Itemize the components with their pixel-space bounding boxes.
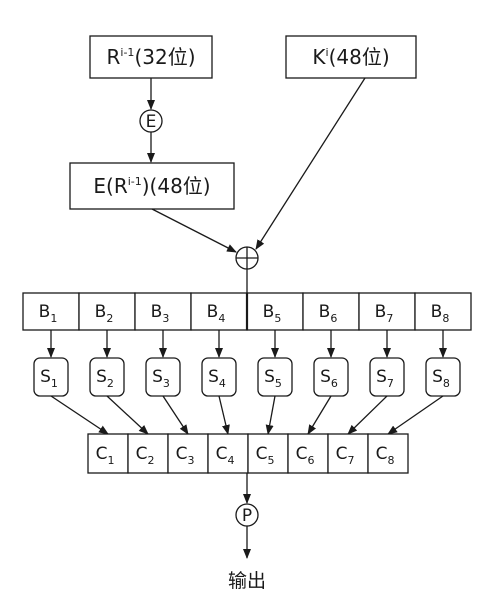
b-block-5: B5	[246, 292, 304, 331]
expansion-operator-label: E	[146, 112, 157, 132]
s-box-label: S1	[40, 367, 58, 390]
k-input-box: Ki(48位)	[285, 35, 417, 79]
c-block-label: C1	[96, 444, 115, 467]
c-block-label: C4	[216, 444, 235, 467]
s-box-row: S1 S2 S3 S4 S5 S6 S7 S8	[33, 357, 461, 397]
s-to-c-arrow-8	[387, 395, 444, 435]
s-box-label: S7	[376, 367, 394, 390]
c-block-label: C6	[296, 444, 315, 467]
s-box-label: S5	[264, 367, 282, 390]
s-box-label: S2	[96, 367, 114, 390]
s-to-c-arrow-6	[307, 395, 332, 435]
s-to-c-arrow-5	[265, 395, 276, 435]
b-block-2: B2	[78, 292, 136, 331]
k-input-label: Ki(48位)	[312, 45, 389, 69]
s-box-4: S4	[201, 357, 237, 397]
s-box-7: S7	[369, 357, 405, 397]
b-block-label: B5	[263, 302, 282, 325]
b-block-6: B6	[302, 292, 360, 331]
k-to-xor-arrow	[255, 77, 366, 250]
c-block-label: C3	[176, 444, 195, 467]
s-box-5: S5	[257, 357, 293, 397]
permutation-operator: P	[235, 503, 259, 527]
s-to-c-arrow-2	[106, 395, 149, 435]
b-block-1: B1	[22, 292, 80, 331]
c-block-1: C1	[87, 433, 129, 474]
s-box-2: S2	[89, 357, 125, 397]
c-block-row: C1 C2 C3 C4 C5 C6 C7 C8	[87, 433, 409, 474]
output-label: 输出	[228, 570, 266, 592]
b-block-4: B4	[190, 292, 248, 331]
s-box-6: S6	[313, 357, 349, 397]
b-block-label: B6	[319, 302, 338, 325]
b-block-label: B1	[39, 302, 58, 325]
b-block-row: B1 B2 B3 B4 B5 B6 B7 B8	[22, 292, 472, 331]
b-block-7: B7	[358, 292, 416, 331]
s-to-c-arrows	[50, 395, 444, 435]
b-block-label: B8	[431, 302, 450, 325]
s-to-c-arrow-1	[50, 395, 109, 435]
s-box-label: S4	[208, 367, 226, 390]
expanded-r-label: E(Ri-1)(48位)	[93, 174, 210, 198]
s-box-1: S1	[33, 357, 69, 397]
expanded-r-box: E(Ri-1)(48位)	[69, 162, 235, 210]
expansion-operator: E	[139, 109, 163, 133]
s-to-c-arrow-3	[162, 395, 189, 435]
s-box-label: S8	[432, 367, 450, 390]
b-block-label: B2	[95, 302, 114, 325]
b-block-3: B3	[134, 292, 192, 331]
c-block-label: C7	[336, 444, 355, 467]
s-box-8: S8	[425, 357, 461, 397]
s-box-label: S6	[320, 367, 338, 390]
xor-operator-icon	[235, 246, 259, 270]
s-box-label: S3	[152, 367, 170, 390]
c-block-label: C2	[136, 444, 155, 467]
er-to-xor-arrow	[151, 208, 237, 253]
b-to-s-arrows	[47, 330, 447, 358]
c-block-7: C7	[327, 433, 369, 474]
c-block-8: C8	[367, 433, 409, 474]
b-block-8: B8	[414, 292, 472, 331]
c-block-label: C5	[256, 444, 275, 467]
c-block-label: C8	[376, 444, 395, 467]
s-box-3: S3	[145, 357, 181, 397]
b-block-label: B3	[151, 302, 170, 325]
c-block-4: C4	[207, 433, 249, 474]
c-block-3: C3	[167, 433, 209, 474]
s-to-c-arrow-4	[218, 395, 230, 435]
s-to-c-arrow-7	[347, 395, 388, 435]
c-block-2: C2	[127, 433, 169, 474]
b-block-label: B7	[375, 302, 394, 325]
permutation-operator-label: P	[242, 506, 252, 526]
r-input-label: Ri-1(32位)	[107, 45, 196, 69]
c-block-5: C5	[247, 433, 289, 474]
c-block-6: C6	[287, 433, 329, 474]
r-input-box: Ri-1(32位)	[89, 35, 213, 79]
b-block-label: B4	[207, 302, 226, 325]
